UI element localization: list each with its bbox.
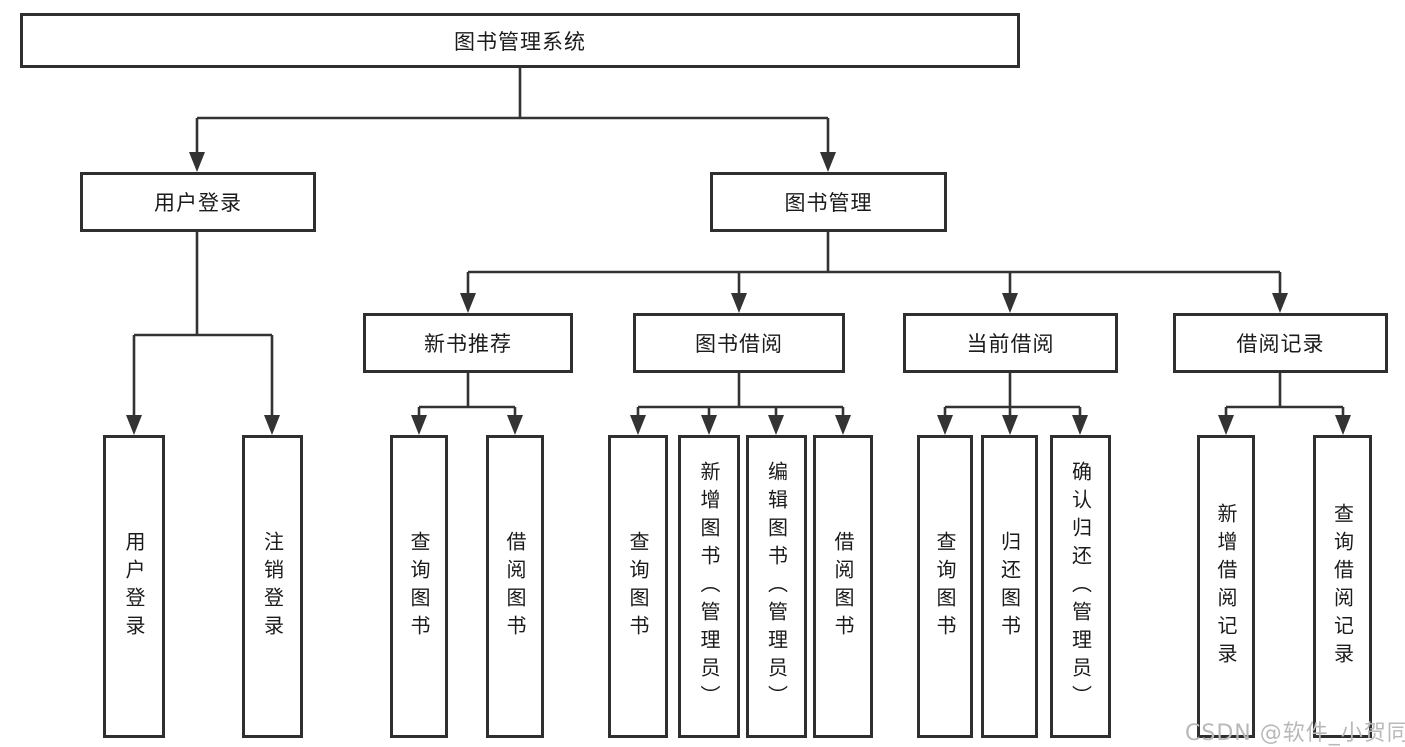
node-bb-edit-books: 编辑图书（管理员） — [746, 435, 807, 738]
node-label: 注销登录 — [260, 530, 285, 643]
watermark-text: CSDN @软件_小贺同学 — [1185, 721, 1405, 746]
node-label: 新增借阅记录 — [1214, 502, 1238, 671]
node-root: 图书管理系统 — [20, 13, 1020, 68]
node-br-add-record: 新增借阅记录 — [1197, 435, 1255, 738]
node-label: 图书管理系统 — [454, 29, 586, 54]
node-label: 图书管理 — [784, 191, 873, 215]
node-borrowing-records: 借阅记录 — [1173, 313, 1388, 373]
node-label: 图书借阅 — [695, 332, 783, 356]
node-label: 归还图书 — [997, 530, 1022, 643]
node-label: 借阅记录 — [1236, 332, 1325, 356]
node-current-borrowing: 当前借阅 — [903, 313, 1118, 373]
node-cb-return-books: 归还图书 — [981, 435, 1038, 738]
node-label: 编辑图书（管理员） — [764, 460, 789, 713]
node-label: 用户登录 — [122, 530, 146, 643]
node-label: 查询借阅记录 — [1330, 502, 1355, 671]
node-bb-query-books: 查询图书 — [608, 435, 668, 738]
node-nbr-borrow-books: 借阅图书 — [486, 435, 544, 738]
node-user-login: 用户登录 — [80, 172, 316, 232]
node-book-management: 图书管理 — [710, 172, 947, 232]
node-ul-user-login: 用户登录 — [103, 435, 165, 738]
node-label: 新书推荐 — [424, 332, 512, 356]
node-br-query-record: 查询借阅记录 — [1313, 435, 1372, 738]
node-label: 新增图书（管理员） — [697, 460, 721, 713]
node-ul-logout: 注销登录 — [242, 435, 303, 738]
node-bb-borrow-books: 借阅图书 — [813, 435, 873, 738]
node-cb-query-books: 查询图书 — [917, 435, 973, 738]
node-bb-add-books: 新增图书（管理员） — [678, 435, 740, 738]
node-label: 确认归还（管理员） — [1068, 460, 1093, 713]
node-label: 借阅图书 — [831, 530, 855, 643]
node-label: 用户登录 — [154, 191, 242, 215]
node-label: 查询图书 — [626, 530, 650, 643]
node-cb-confirm-return: 确认归还（管理员） — [1050, 435, 1111, 738]
node-label: 查询图书 — [407, 530, 431, 643]
node-label: 当前借阅 — [966, 332, 1055, 356]
node-label: 查询图书 — [933, 530, 957, 643]
node-new-book-recommend: 新书推荐 — [363, 313, 573, 373]
node-label: 借阅图书 — [503, 530, 527, 643]
node-nbr-query-books: 查询图书 — [390, 435, 448, 738]
node-book-borrowing: 图书借阅 — [633, 313, 845, 373]
